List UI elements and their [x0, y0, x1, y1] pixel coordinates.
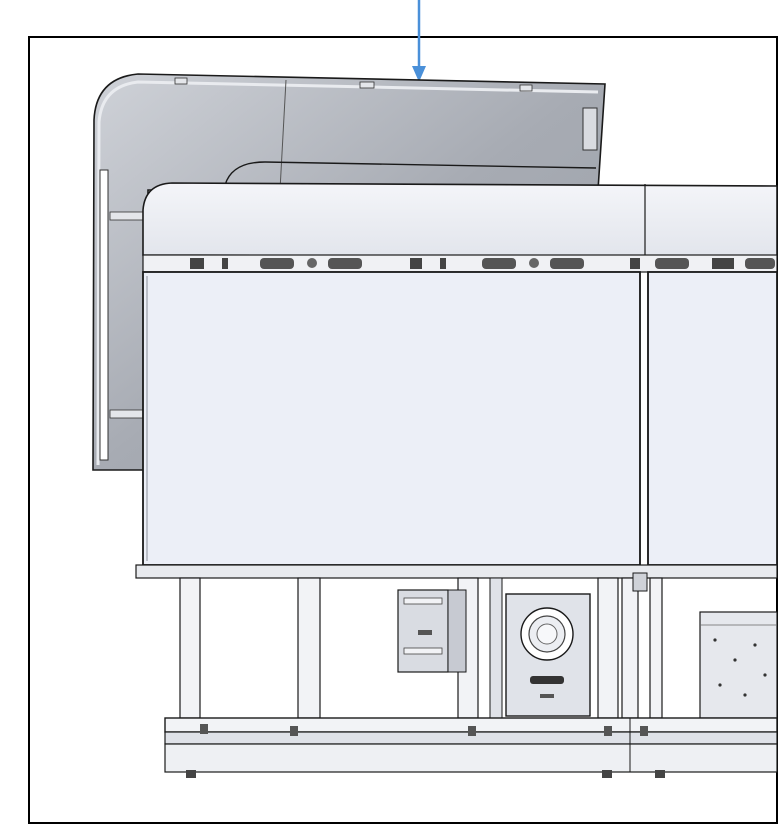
- top-bezel: [142, 182, 778, 258]
- display-panel-right: [647, 271, 778, 566]
- camera-unit: [505, 593, 591, 717]
- floor-rail: [164, 717, 778, 778]
- panel-bottom-lip: [135, 564, 778, 579]
- down-arrow-icon: [412, 0, 426, 82]
- display-panel-left: [142, 271, 641, 566]
- equipment-box: [699, 611, 778, 719]
- speaker-bar: [142, 254, 778, 273]
- rear-cover-panel: [92, 73, 606, 471]
- codec-module: [397, 589, 467, 673]
